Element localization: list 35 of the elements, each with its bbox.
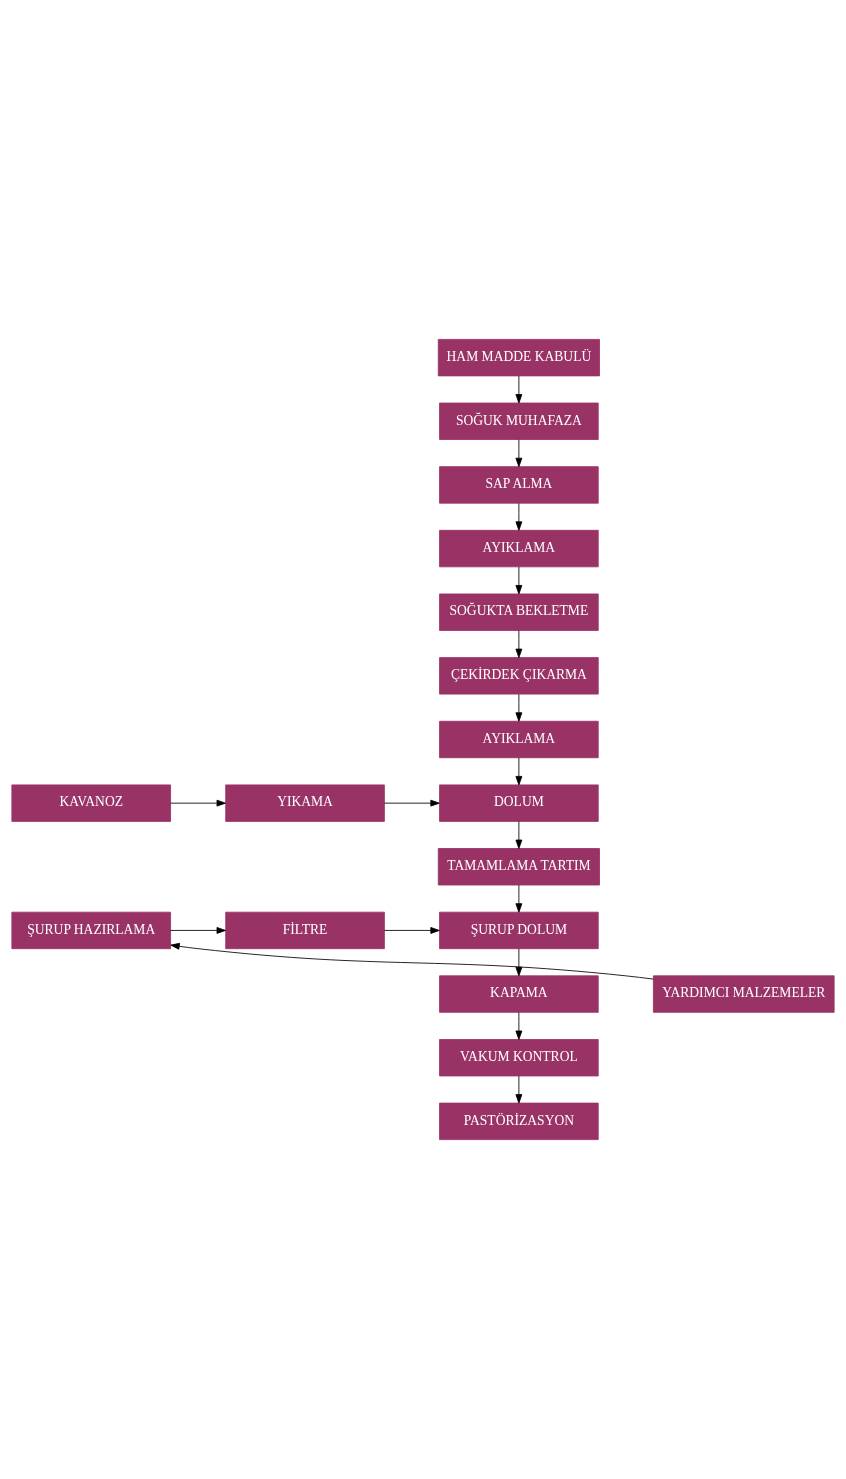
arrow xyxy=(515,375,523,404)
arrow xyxy=(515,821,523,849)
arrow xyxy=(515,1075,523,1104)
arrow xyxy=(515,1012,523,1040)
arrow xyxy=(515,693,523,722)
arrow xyxy=(515,948,523,977)
node-box: SOĞUKTA BEKLETME xyxy=(439,593,599,631)
node-box: AYIKLAMA xyxy=(439,529,599,568)
node-box: TAMAMLAMA TARTIM xyxy=(437,848,600,886)
node-box: FİLTRE xyxy=(225,911,385,950)
arrow xyxy=(515,884,523,913)
node-box: HAM MADDE KABULÜ xyxy=(437,338,600,377)
node-box: YIKAMA xyxy=(225,784,385,822)
node-box: KAVANOZ xyxy=(11,784,171,822)
node-box: SAP ALMA xyxy=(439,466,599,504)
arrow xyxy=(170,799,226,807)
arrow xyxy=(170,927,226,934)
node-box: ÇEKİRDEK ÇIKARMA xyxy=(439,657,599,695)
node-box: PASTÖRİZASYON xyxy=(439,1102,599,1141)
arrow xyxy=(384,799,440,807)
node-box: VAKUM KONTROL xyxy=(439,1039,599,1077)
arrow xyxy=(515,439,523,468)
node-box: KAPAMA xyxy=(439,975,599,1013)
node-box: ŞURUP DOLUM xyxy=(439,911,599,950)
arrow xyxy=(515,757,523,786)
arrow xyxy=(170,942,654,980)
arrow xyxy=(384,927,440,934)
node-box: YARDIMCI MALZEMELER xyxy=(652,975,835,1013)
node-box: ŞURUP HAZIRLAMA xyxy=(11,911,171,950)
node-box: AYIKLAMA xyxy=(439,720,599,759)
node-box: DOLUM xyxy=(439,784,599,822)
node-box: SOĞUK MUHAFAZA xyxy=(439,402,599,440)
arrow xyxy=(515,630,523,658)
arrow xyxy=(515,566,523,595)
arrow xyxy=(515,502,523,531)
